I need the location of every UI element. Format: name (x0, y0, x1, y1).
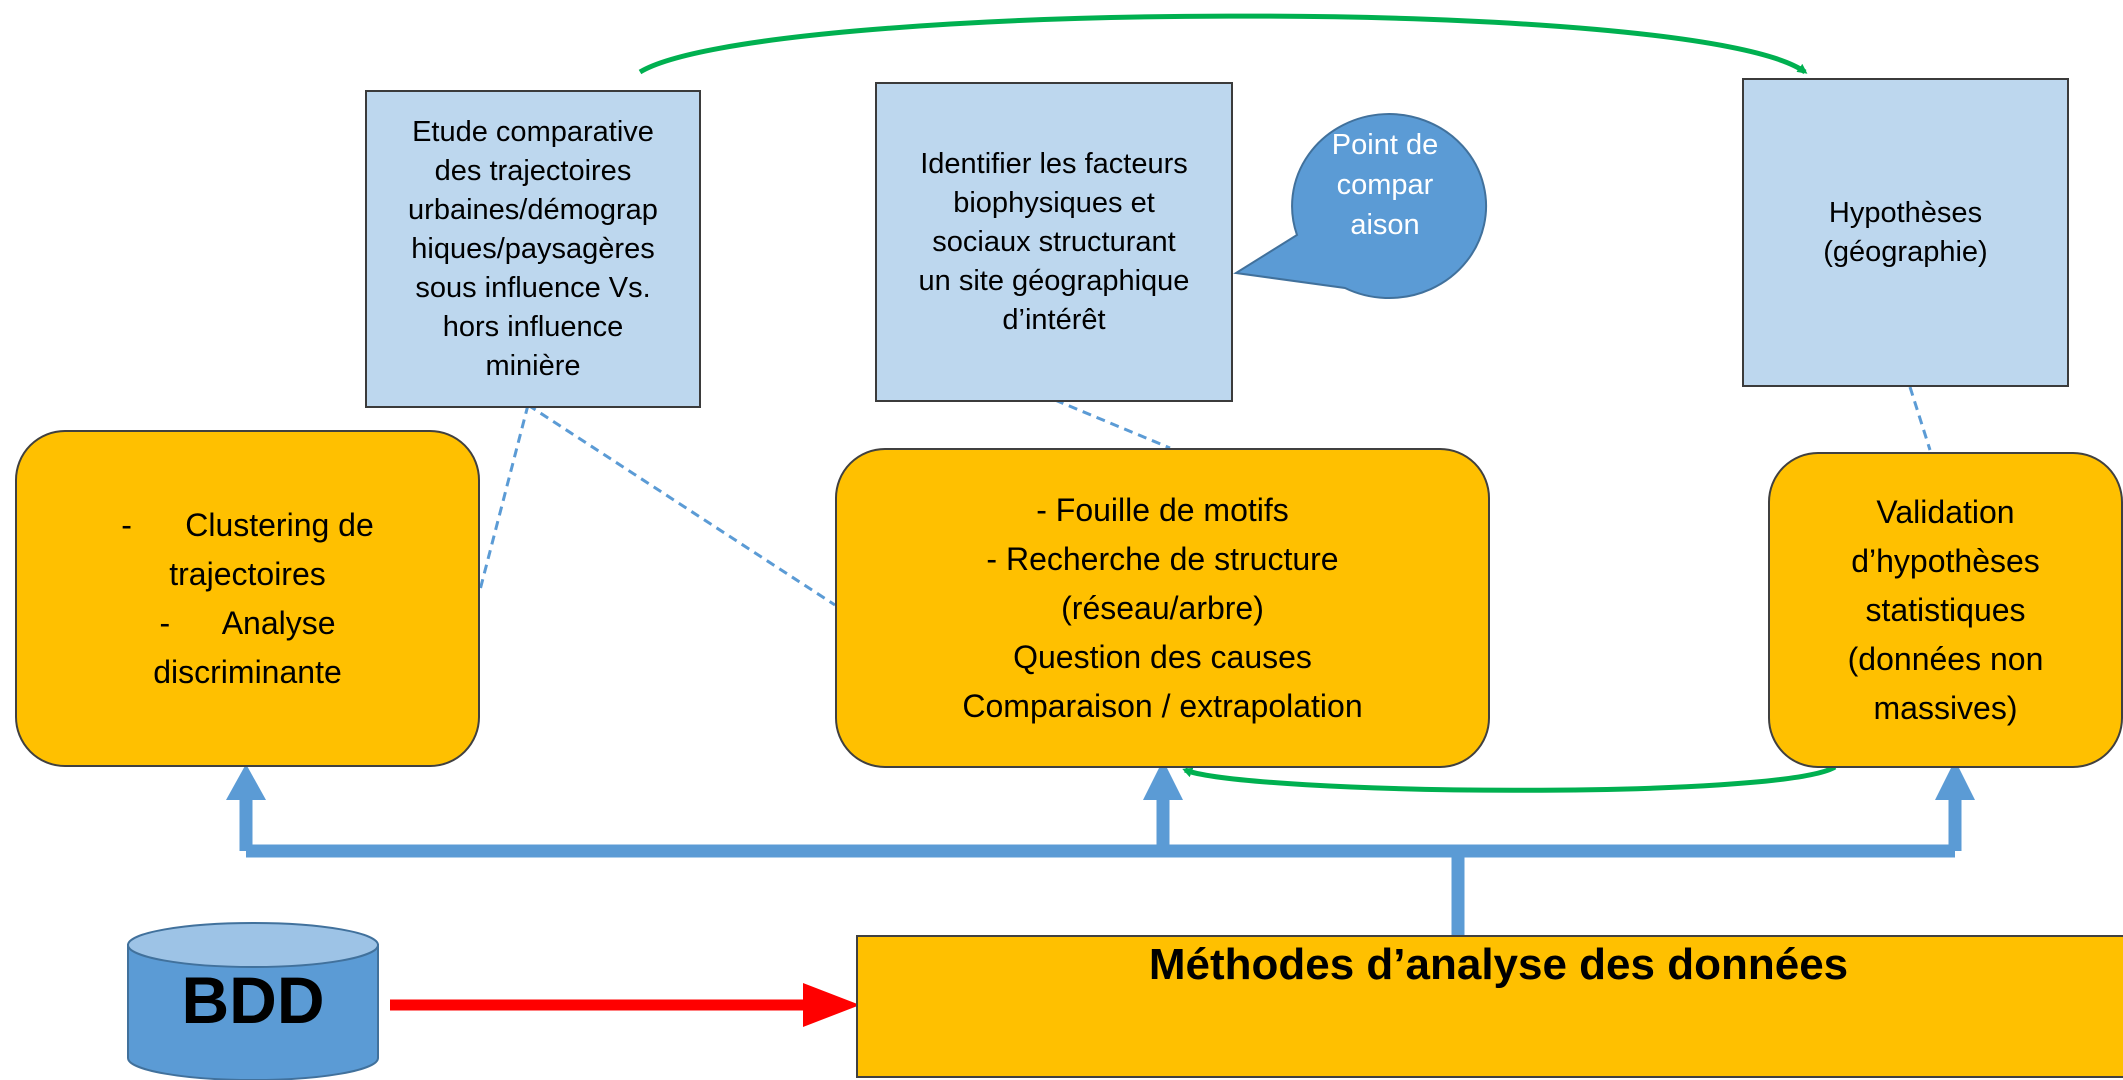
clustering-line: discriminante (153, 653, 342, 690)
dashed-link-etude-clustering (478, 404, 530, 591)
bubble-text: Point de compar aison (1305, 125, 1465, 245)
blue-arrow-head-validation (1935, 760, 1975, 800)
identifier-line: Identifier les facteurs (920, 147, 1188, 180)
red-arrow-head (803, 983, 860, 1027)
validation-line: Validation (1876, 493, 2015, 530)
box-methods (856, 935, 2123, 1078)
identifier-line: sociaux structurant (932, 225, 1176, 258)
etude-line: hors influence (442, 310, 624, 343)
etude-line: sous influence Vs. (415, 271, 651, 304)
validation-line: massives) (1873, 689, 2018, 726)
dashed-link-identifier-fouille (1054, 398, 1171, 450)
etude-line: urbaines/démograp (408, 193, 658, 226)
fouille-line: Comparaison / extrapolation (962, 687, 1363, 724)
etude-line: hiques/paysagères (411, 232, 655, 265)
bubble-line: aison (1350, 209, 1420, 241)
box-etude-comparative: Etude comparative des trajectoires urbai… (365, 90, 701, 408)
clustering-line: trajectoires (169, 555, 326, 592)
etude-line: des trajectoires (434, 154, 632, 187)
methods-title: Méthodes d’analyse des données (1148, 940, 1849, 989)
green-arrow-to-fouille (1182, 764, 1837, 793)
bubble-line: Point de (1331, 129, 1439, 161)
blue-arrow-head-clustering (226, 764, 266, 800)
blue-arrow-head-fouille (1143, 760, 1183, 800)
etude-line: Etude comparative (412, 115, 654, 148)
speech-bubble (1233, 113, 1487, 300)
etude-line: minière (485, 349, 581, 382)
box-identifier-facteurs: Identifier les facteurs biophysiques et … (875, 82, 1233, 402)
clustering-line: - Clustering de (121, 506, 374, 543)
box-fouille: - Fouille de motifs - Recherche de struc… (835, 448, 1490, 768)
validation-line: d’hypothèses (1851, 542, 2040, 579)
fouille-line: - Recherche de structure (986, 540, 1339, 577)
identifier-line: biophysiques et (953, 186, 1155, 219)
fouille-line: - Fouille de motifs (1036, 491, 1289, 528)
dashed-link-hypotheses-validation (1908, 386, 1932, 451)
fouille-line: Question des causes (1013, 638, 1312, 675)
fouille-line: (réseau/arbre) (1061, 589, 1264, 626)
validation-line: statistiques (1865, 591, 2026, 628)
box-clustering: - Clustering de trajectoires - Analyse d… (15, 430, 480, 767)
box-hypotheses: Hypothèses (géographie) (1742, 78, 2069, 387)
validation-line: (données non (1847, 640, 2044, 677)
dashed-link-etude-fouille (527, 403, 836, 607)
bubble-line: compar (1336, 169, 1434, 201)
clustering-line: - Analyse (159, 604, 336, 641)
hypotheses-line: (géographie) (1823, 235, 1988, 268)
identifier-line: d’intérêt (1002, 303, 1106, 336)
green-arrow-to-hypotheses (638, 13, 1808, 75)
database-cylinder-top (127, 922, 379, 968)
hypotheses-line: Hypothèses (1828, 196, 1983, 229)
identifier-line: un site géographique (918, 264, 1190, 297)
box-validation: Validation d’hypothèses statistiques (do… (1768, 452, 2123, 768)
database-label: BDD (181, 963, 325, 1037)
